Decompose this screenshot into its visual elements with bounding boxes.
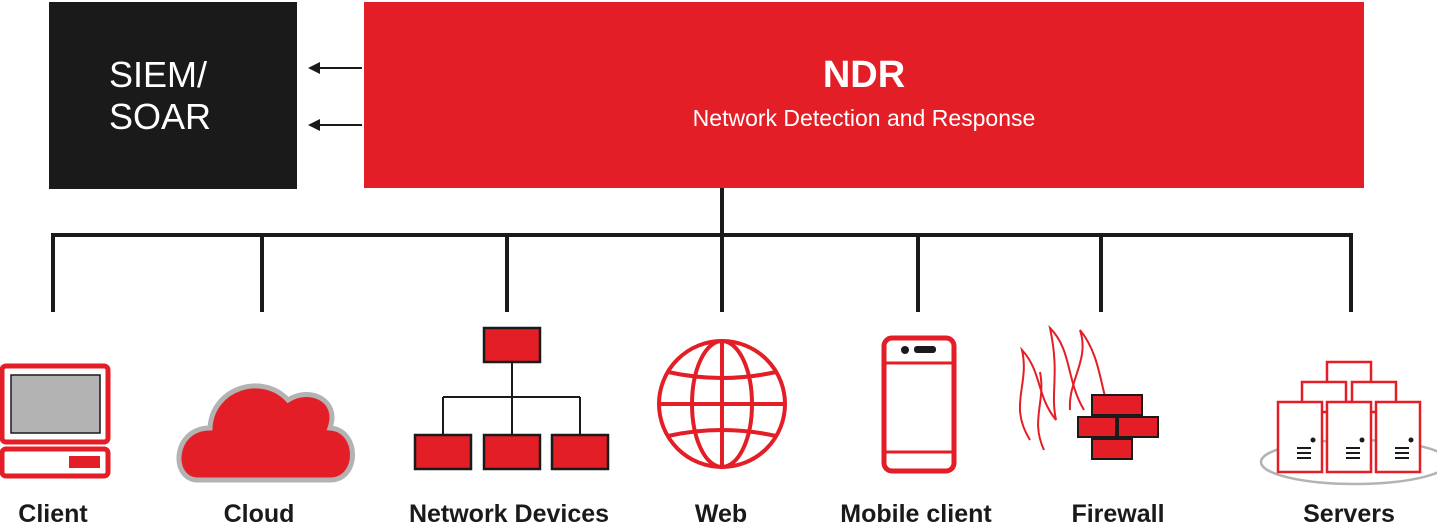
arrow-lower — [308, 119, 362, 131]
connector-tree — [51, 188, 1353, 312]
network-hierarchy-icon — [413, 326, 610, 471]
globe-icon — [657, 339, 787, 469]
siem-label: SIEM/ — [109, 54, 208, 95]
node-label-network-devices: Network Devices — [408, 500, 610, 528]
laptop-icon — [0, 363, 111, 479]
ndr-title: NDR — [822, 54, 906, 96]
node-label-web: Web — [694, 500, 748, 528]
soar-label: SOAR — [109, 96, 212, 137]
node-label-cloud: Cloud — [223, 500, 295, 528]
cloud-icon — [176, 383, 355, 483]
node-label-firewall: Firewall — [1071, 500, 1165, 528]
ndr-text: NDR Network Detection and Response — [364, 2, 1364, 188]
node-label-mobile-client: Mobile client — [840, 500, 992, 528]
node-label-client: Client — [18, 500, 88, 528]
ndr-block — [364, 2, 1364, 188]
servers-icon — [1259, 360, 1437, 486]
arrow-upper — [308, 62, 362, 74]
mobile-phone-icon — [881, 335, 957, 474]
firewall-icon — [1018, 324, 1159, 460]
ndr-subtitle: Network Detection and Response — [692, 105, 1036, 131]
node-label-servers: Servers — [1303, 500, 1395, 528]
siem-soar-block: SIEM/ SOAR — [49, 2, 297, 189]
